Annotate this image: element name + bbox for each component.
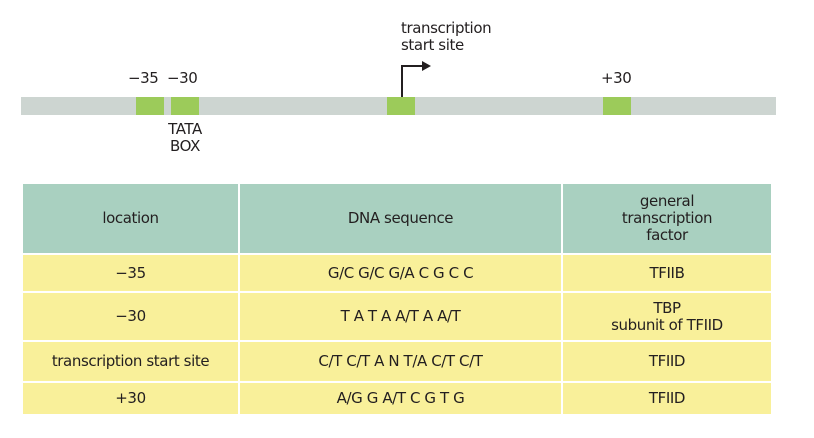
element-tata-box [171, 97, 199, 115]
tata-label-line: TATA [168, 120, 202, 138]
factor-line: TBP [653, 298, 681, 317]
cell-factor: TFIIB [561, 253, 773, 293]
transcription-start-arrow-icon [401, 61, 431, 99]
cell-sequence: T A T A A/T A A/T [238, 291, 563, 342]
cell-location: −30 [21, 291, 240, 342]
cell-sequence: G/C G/C G/A C G C C [238, 253, 563, 293]
promoter-elements-table: location DNA sequence general transcript… [21, 182, 773, 416]
element-start-site [387, 97, 415, 115]
table-header-row: location DNA sequence general transcript… [21, 182, 773, 255]
cell-factor: TFIID [561, 340, 773, 383]
table-row: −30 T A T A A/T A A/T TBP subunit of TFI… [21, 291, 773, 342]
tss-label-line: start site [401, 36, 464, 54]
label-minus30: −30 [167, 69, 198, 87]
label-plus30: +30 [601, 69, 632, 87]
cell-factor: TFIID [561, 381, 773, 416]
header-factor-line: general [639, 192, 695, 210]
header-location: location [21, 182, 240, 255]
factor-line: subunit of TFIID [611, 315, 723, 334]
cell-factor: TBP subunit of TFIID [561, 291, 773, 342]
element-plus30 [603, 97, 631, 115]
tata-label-line: BOX [170, 137, 200, 155]
tss-label-line: transcription [401, 19, 492, 37]
header-factor: general transcription factor [561, 182, 773, 255]
tss-label: transcription start site [401, 19, 492, 54]
header-dna-sequence: DNA sequence [238, 182, 563, 255]
cell-sequence: A/G G A/T C G T G [238, 381, 563, 416]
table-row: −35 G/C G/C G/A C G C C TFIIB [21, 253, 773, 293]
cell-sequence: C/T C/T A N T/A C/T C/T [238, 340, 563, 383]
label-minus35: −35 [128, 69, 159, 87]
table-row: +30 A/G G A/T C G T G TFIID [21, 381, 773, 416]
cell-location: −35 [21, 253, 240, 293]
cell-location: +30 [21, 381, 240, 416]
table-row: transcription start site C/T C/T A N T/A… [21, 340, 773, 383]
tata-box-label: TATA BOX [165, 121, 205, 155]
element-minus35 [136, 97, 164, 115]
header-factor-line: transcription [621, 209, 713, 227]
header-factor-line: factor [646, 226, 688, 244]
cell-location: transcription start site [21, 340, 240, 383]
